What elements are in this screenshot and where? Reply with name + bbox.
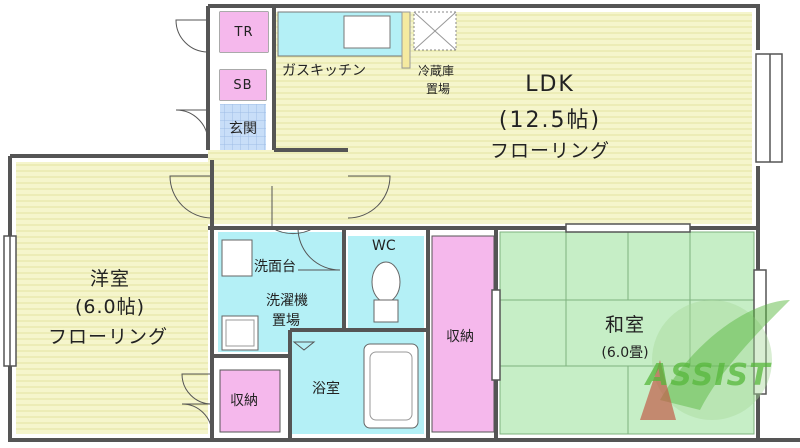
ldk-size: (12.5帖) <box>498 108 602 133</box>
youshitsu-name: 洋室 <box>89 268 130 290</box>
sentakuki-label-2: 置場 <box>272 313 300 329</box>
vanity <box>221 239 253 277</box>
windows <box>3 53 783 395</box>
tr-label: TR <box>220 12 268 52</box>
ldk-name: LDK <box>525 72 575 97</box>
storage-center <box>431 235 495 433</box>
youshitsu-floor-type: フローリング <box>47 326 168 348</box>
assist-logo <box>640 300 790 420</box>
counter-divider <box>401 11 411 69</box>
youshitsu-size: (6.0帖) <box>74 296 146 318</box>
washing-machine-space <box>221 315 259 351</box>
shuno-left-label: 収納 <box>230 393 258 409</box>
sentakuki-label-1: 洗濯機 <box>266 293 308 309</box>
kitchen-label: ガスキッチン <box>282 63 366 79</box>
yokushitsu-label: 浴室 <box>312 381 340 397</box>
washitsu-floor <box>500 232 754 434</box>
toilet <box>371 261 401 303</box>
storage-left <box>219 369 281 433</box>
washitsu-size: (6.0畳) <box>601 345 649 361</box>
assist-logo-text: ASSIST <box>646 358 771 393</box>
wc-label: WC <box>372 238 396 254</box>
fridge-label-2: 置場 <box>426 82 451 96</box>
ldk-floor-type: フローリング <box>489 140 610 162</box>
ldk-lower-floor <box>208 150 348 224</box>
fridge-label-1: 冷蔵庫 <box>418 64 455 78</box>
shuno-center-label: 収納 <box>446 329 474 345</box>
senmendai-label: 洗面台 <box>254 259 296 275</box>
sb-label: SB <box>220 70 266 100</box>
youshitsu-floor <box>16 162 208 434</box>
doors <box>169 19 391 435</box>
sink <box>343 15 391 49</box>
genkan-label: 玄関 <box>229 121 257 137</box>
genkan-floor <box>220 104 266 150</box>
washitsu-name: 和室 <box>604 314 645 336</box>
bathtub <box>363 343 419 429</box>
